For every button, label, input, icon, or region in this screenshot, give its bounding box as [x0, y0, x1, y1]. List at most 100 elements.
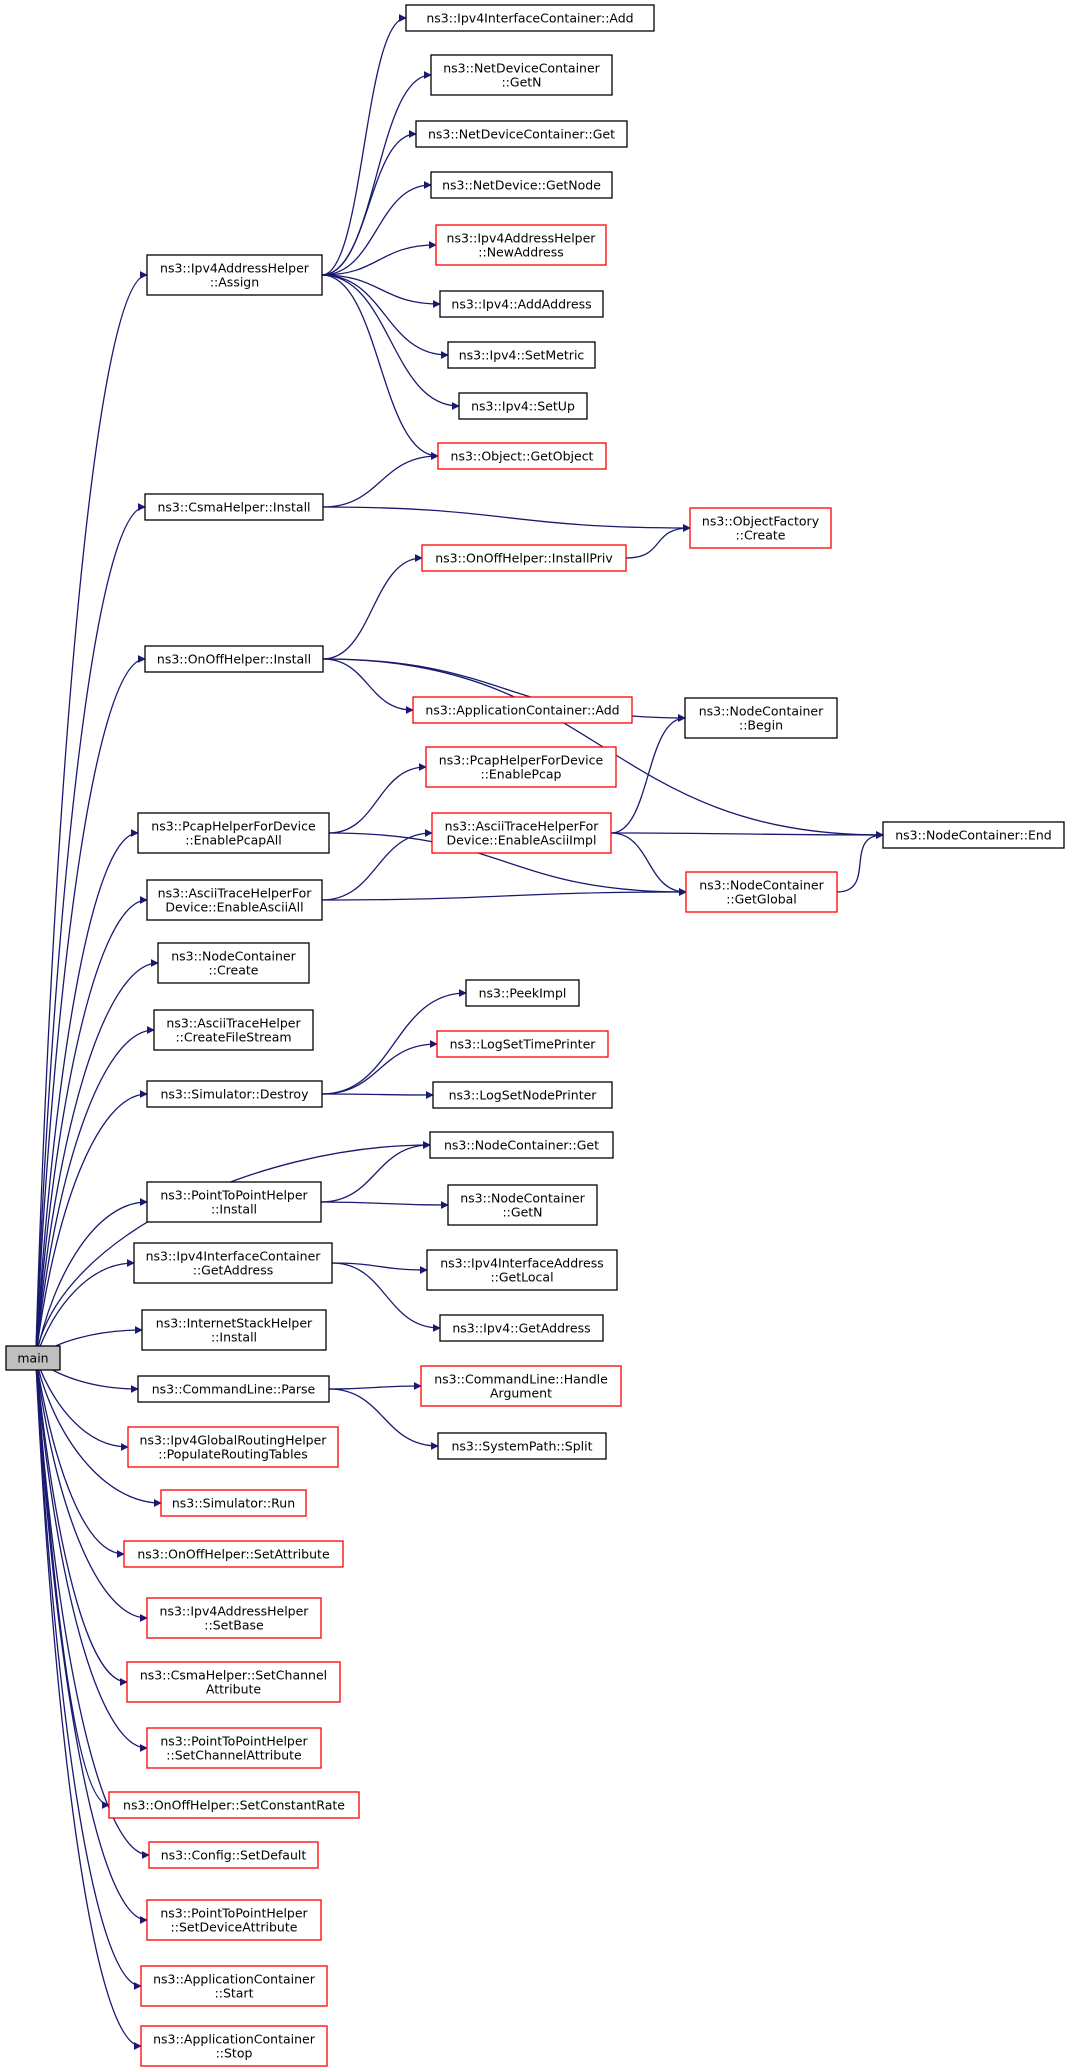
node-label: ns3::CsmaHelper::SetChannel — [140, 1668, 327, 1683]
node-nc-getglobal[interactable]: ns3::NodeContainer::GetGlobal — [685, 871, 838, 913]
node-box — [157, 942, 310, 984]
node-label: ::Begin — [739, 718, 783, 733]
node-box — [431, 812, 612, 854]
edge — [836, 831, 884, 893]
node-label: ::Install — [211, 1202, 257, 1217]
node-logsetnodeprinter[interactable]: ns3::LogSetNodePrinter — [432, 1081, 613, 1109]
node-label: ns3::Ipv4AddressHelper — [447, 231, 597, 246]
edge — [321, 14, 407, 276]
node-label: ns3::Ipv4InterfaceAddress — [440, 1256, 604, 1271]
edge-ipv4ah-assign-to-ipv4-setup — [321, 274, 460, 410]
node-sim-run[interactable]: ns3::Simulator::Run — [160, 1489, 307, 1517]
edge-main-to-sim-run — [35, 1357, 162, 1507]
node-ipv4ah-newaddress[interactable]: ns3::Ipv4AddressHelper::NewAddress — [435, 224, 607, 266]
edge — [321, 130, 417, 276]
node-box — [146, 1597, 322, 1639]
node-nc-create[interactable]: ns3::NodeContainer::Create — [157, 942, 310, 984]
node-label: ns3::OnOffHelper::InstallPriv — [435, 551, 613, 566]
node-box — [439, 290, 604, 318]
node-label: ::NewAddress — [478, 245, 563, 260]
node-csma-setchannelattribute[interactable]: ns3::CsmaHelper::SetChannelAttribute — [126, 1661, 341, 1703]
edge-main-to-p2p-setchannelattribute — [35, 1357, 148, 1752]
edge-sim-destroy-to-logsettimeprinter — [321, 1040, 438, 1095]
node-onoff-setattribute[interactable]: ns3::OnOffHelper::SetAttribute — [123, 1540, 344, 1568]
node-appcontainer-start[interactable]: ns3::ApplicationContainer::Start — [140, 1965, 328, 2007]
edge-main-to-pcap-enablepcapall — [35, 829, 139, 1359]
node-cmd-parse[interactable]: ns3::CommandLine::Parse — [137, 1375, 330, 1403]
edge-main-to-appcontainer-stop — [35, 1357, 142, 2050]
node-box — [432, 1081, 613, 1109]
node-label: ns3::PcapHelperForDevice — [439, 753, 604, 768]
node-ipv4ic-add[interactable]: ns3::Ipv4InterfaceContainer::Add — [405, 4, 655, 32]
node-ascii-createfilestream[interactable]: ns3::AsciiTraceHelper::CreateFileStream — [153, 1009, 314, 1051]
edge-p2p-install-to-nc-getn — [320, 1200, 449, 1209]
node-label: ns3::AsciiTraceHelperFor — [445, 819, 600, 834]
edge-ipv4ah-assign-to-ndc-getn — [321, 71, 432, 276]
node-nc-begin[interactable]: ns3::NodeContainer::Begin — [684, 697, 838, 739]
node-appcontainer-add[interactable]: ns3::ApplicationContainer::Add — [412, 696, 633, 724]
node-internetstack-install[interactable]: ns3::InternetStackHelper::Install — [141, 1309, 327, 1351]
edge-csma-install-to-object-getobject — [322, 452, 439, 508]
node-box — [108, 1791, 360, 1819]
node-pcap-enablepcapall[interactable]: ns3::PcapHelperForDevice::EnablePcapAll — [137, 812, 330, 854]
node-box — [684, 697, 838, 739]
node-ipv4-getaddress[interactable]: ns3::Ipv4::GetAddress — [439, 1314, 604, 1342]
node-systempath-split[interactable]: ns3::SystemPath::Split — [437, 1432, 607, 1460]
node-csma-install[interactable]: ns3::CsmaHelper::Install — [144, 493, 324, 521]
edge — [321, 241, 437, 276]
node-ipv4-addaddress[interactable]: ns3::Ipv4::AddAddress — [439, 290, 604, 318]
node-label: ns3::OnOffHelper::SetConstantRate — [123, 1798, 345, 1813]
edge — [321, 181, 432, 276]
edge-main-to-csma-setchannelattribute — [35, 1357, 128, 1686]
node-ipv4-setup[interactable]: ns3::Ipv4::SetUp — [458, 392, 588, 420]
node-object-getobject[interactable]: ns3::Object::GetObject — [437, 442, 607, 470]
node-ascii-enableasciiall[interactable]: ns3::AsciiTraceHelperForDevice::EnableAs… — [146, 879, 323, 921]
edge-ipv4ic-getaddress-to-ipv4ia-getlocal — [331, 1262, 428, 1274]
node-label: ::EnablePcapAll — [185, 833, 282, 848]
node-label: ns3::Ipv4InterfaceContainer::Add — [426, 11, 633, 26]
node-nc-get[interactable]: ns3::NodeContainer::Get — [429, 1131, 614, 1159]
node-box — [437, 1432, 607, 1460]
node-peekimpl[interactable]: ns3::PeekImpl — [465, 979, 580, 1007]
node-ipv4ic-getaddress[interactable]: ns3::Ipv4InterfaceContainer::GetAddress — [133, 1242, 333, 1284]
node-onoff-setconstantrate[interactable]: ns3::OnOffHelper::SetConstantRate — [108, 1791, 360, 1819]
node-label: Argument — [490, 1386, 552, 1401]
edge — [35, 896, 148, 1359]
node-label: ::PopulateRoutingTables — [158, 1447, 308, 1462]
node-p2p-install[interactable]: ns3::PointToPointHelper::Install — [146, 1181, 322, 1223]
edge — [35, 655, 146, 1359]
node-pcap-enablepcap[interactable]: ns3::PcapHelperForDevice::EnablePcap — [425, 746, 617, 788]
edge-main-to-sim-destroy — [35, 1090, 148, 1359]
node-nd-getnode[interactable]: ns3::NetDevice::GetNode — [430, 171, 613, 199]
edge — [321, 1040, 438, 1095]
node-ipv4ia-getlocal[interactable]: ns3::Ipv4InterfaceAddress::GetLocal — [426, 1249, 618, 1291]
node-onoff-install[interactable]: ns3::OnOffHelper::Install — [144, 645, 324, 673]
node-ipv4grh-populate[interactable]: ns3::Ipv4GlobalRoutingHelper::PopulateRo… — [127, 1426, 339, 1468]
node-label: ns3::NodeContainer — [699, 878, 824, 893]
node-box — [439, 1314, 604, 1342]
node-label: ns3::ApplicationContainer::Add — [425, 703, 619, 718]
node-ipv4-setmetric[interactable]: ns3::Ipv4::SetMetric — [447, 341, 596, 369]
node-objectfactory-create[interactable]: ns3::ObjectFactory::Create — [689, 507, 832, 549]
node-p2p-setchannelattribute[interactable]: ns3::PointToPointHelper::SetChannelAttri… — [146, 1727, 322, 1769]
node-onoff-installpriv[interactable]: ns3::OnOffHelper::InstallPriv — [421, 544, 627, 572]
node-config-setdefault[interactable]: ns3::Config::SetDefault — [148, 1841, 319, 1869]
edge-onoff-install-to-onoff-installpriv — [322, 554, 423, 660]
node-appcontainer-stop[interactable]: ns3::ApplicationContainer::Stop — [140, 2025, 328, 2067]
edge — [321, 71, 432, 276]
node-logsettimeprinter[interactable]: ns3::LogSetTimePrinter — [436, 1030, 609, 1058]
node-nc-end[interactable]: ns3::NodeContainer::End — [882, 821, 1065, 849]
node-ascii-enableasciiimpl[interactable]: ns3::AsciiTraceHelperForDevice::EnableAs… — [431, 812, 612, 854]
edge-ipv4ah-assign-to-ipv4ic-add — [321, 14, 407, 276]
node-ipv4ah-assign[interactable]: ns3::Ipv4AddressHelper::Assign — [146, 254, 323, 296]
node-label: ns3::PointToPointHelper — [160, 1188, 308, 1203]
node-label: ns3::ApplicationContainer — [153, 2032, 316, 2047]
node-ipv4ah-setbase[interactable]: ns3::Ipv4AddressHelper::SetBase — [146, 1597, 322, 1639]
node-nc-getn[interactable]: ns3::NodeContainer::GetN — [447, 1184, 598, 1226]
node-sim-destroy[interactable]: ns3::Simulator::Destroy — [146, 1080, 323, 1108]
node-p2p-setdeviceattribute[interactable]: ns3::PointToPointHelper::SetDeviceAttrib… — [146, 1899, 322, 1941]
node-ndc-getn[interactable]: ns3::NetDeviceContainer::GetN — [430, 54, 613, 96]
node-ndc-get[interactable]: ns3::NetDeviceContainer::Get — [415, 120, 628, 148]
edge-ascii-enableasciiimpl-to-nc-begin — [610, 714, 686, 834]
